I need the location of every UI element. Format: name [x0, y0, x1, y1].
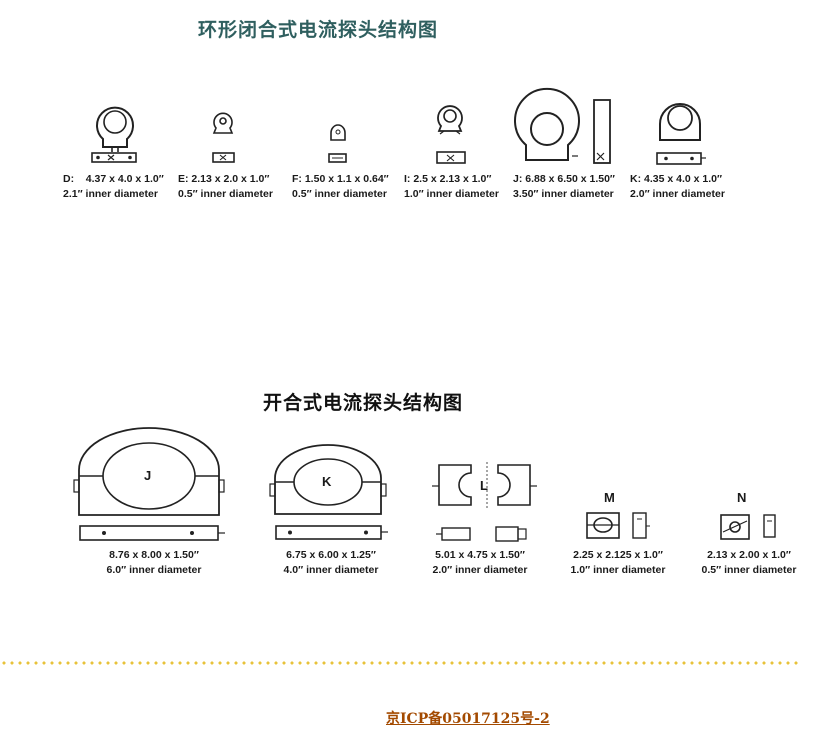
- dotted-divider: [0, 660, 800, 666]
- closed-probe-e-letter: E:: [178, 173, 189, 185]
- closed-probe-f-inner: 0.5″ inner diameter: [292, 188, 387, 200]
- split-probe-k-caption: 6.75 x 6.00 x 1.25″ 4.0″ inner diameter: [256, 548, 406, 578]
- closed-probe-e-caption: E: 2.13 x 2.0 x 1.0″ 0.5″ inner diameter: [178, 172, 273, 202]
- closed-probe-j-letter: J:: [513, 173, 523, 185]
- split-probe-j-dims: 8.76 x 8.00 x 1.50″: [109, 549, 199, 561]
- closed-probe-d-letter: D:: [63, 173, 75, 185]
- split-probe-l-dims: 5.01 x 4.75 x 1.50″: [435, 549, 525, 561]
- closed-probe-f-drawing: [328, 124, 347, 163]
- closed-probe-k-inner: 2.0″ inner diameter: [630, 188, 725, 200]
- closed-probe-e-dims: 2.13 x 2.0 x 1.0″: [191, 173, 270, 185]
- closed-probe-k-caption: K: 4.35 x 4.0 x 1.0″ 2.0″ inner diameter: [630, 172, 725, 202]
- closed-probe-k-letter: K:: [630, 173, 642, 185]
- split-probe-k-dims: 6.75 x 6.00 x 1.25″: [286, 549, 376, 561]
- split-probe-k-inner: 4.0″ inner diameter: [283, 564, 379, 576]
- split-probe-m-caption: 2.25 x 2.125 x 1.0″ 1.0″ inner diameter: [543, 548, 693, 578]
- icp-license-link[interactable]: 京ICP备05017125号-2: [386, 711, 550, 727]
- closed-probe-j-inner: 3.50″ inner diameter: [513, 188, 614, 200]
- split-probe-j-caption: 8.76 x 8.00 x 1.50″ 6.0″ inner diameter: [79, 548, 229, 578]
- closed-probe-e-inner: 0.5″ inner diameter: [178, 188, 273, 200]
- split-probe-k-drawing: [269, 444, 388, 540]
- split-probe-j-letter: J: [144, 468, 152, 483]
- closed-probe-i-inner: 1.0″ inner diameter: [404, 188, 499, 200]
- closed-probe-k-drawing: [656, 103, 706, 165]
- closed-probe-i-caption: I: 2.5 x 2.13 x 1.0″ 1.0″ inner diameter: [404, 172, 499, 202]
- closed-probe-f-dims: 1.50 x 1.1 x 0.64″: [304, 173, 389, 185]
- split-probe-n-drawing: [720, 514, 776, 540]
- closed-probe-e-drawing: [212, 112, 235, 163]
- closed-probe-title: 环形闭合式电流探头结构图: [198, 19, 439, 41]
- closed-probe-j-caption: J: 6.88 x 6.50 x 1.50″ 3.50″ inner diame…: [513, 172, 615, 202]
- closed-probe-f-letter: F:: [292, 173, 302, 185]
- closed-probe-j-dims: 6.88 x 6.50 x 1.50″: [525, 173, 615, 185]
- closed-probe-d-dims: 4.37 x 4.0 x 1.0″: [85, 173, 164, 185]
- split-probe-l-drawing: [432, 462, 537, 542]
- closed-probe-f-caption: F: 1.50 x 1.1 x 0.64″ 0.5″ inner diamete…: [292, 172, 389, 202]
- closed-probe-i-dims: 2.5 x 2.13 x 1.0″: [413, 173, 492, 185]
- split-probe-n-inner: 0.5″ inner diameter: [701, 564, 797, 576]
- closed-probe-d-drawing: [91, 106, 137, 163]
- closed-probe-k-dims: 4.35 x 4.0 x 1.0″: [644, 173, 723, 185]
- split-probe-m-inner: 1.0″ inner diameter: [570, 564, 666, 576]
- closed-probe-i-drawing: [436, 105, 466, 164]
- closed-probe-j-drawing: [514, 87, 611, 164]
- closed-probe-d-caption: D: 4.37 x 4.0 x 1.0″ 2.1″ inner diameter: [63, 172, 164, 202]
- closed-probe-i-letter: I:: [404, 173, 411, 185]
- split-probe-title: 开合式电流探头结构图: [263, 392, 464, 414]
- split-probe-m-dims: 2.25 x 2.125 x 1.0″: [573, 549, 663, 561]
- split-probe-j-inner: 6.0″ inner diameter: [106, 564, 202, 576]
- split-probe-k-letter: K: [322, 474, 332, 489]
- closed-probe-d-inner: 2.1″ inner diameter: [63, 188, 158, 200]
- split-probe-n-caption: 2.13 x 2.00 x 1.0″ 0.5″ inner diameter: [674, 548, 824, 578]
- split-probe-m-letter: M: [604, 490, 615, 505]
- split-probe-n-letter: N: [737, 490, 747, 505]
- split-probe-m-drawing: [586, 512, 650, 539]
- split-probe-l-caption: 5.01 x 4.75 x 1.50″ 2.0″ inner diameter: [405, 548, 555, 578]
- split-probe-n-dims: 2.13 x 2.00 x 1.0″: [707, 549, 791, 561]
- split-probe-j-drawing: [73, 427, 225, 541]
- split-probe-l-letter: L: [480, 478, 488, 493]
- split-probe-l-inner: 2.0″ inner diameter: [432, 564, 528, 576]
